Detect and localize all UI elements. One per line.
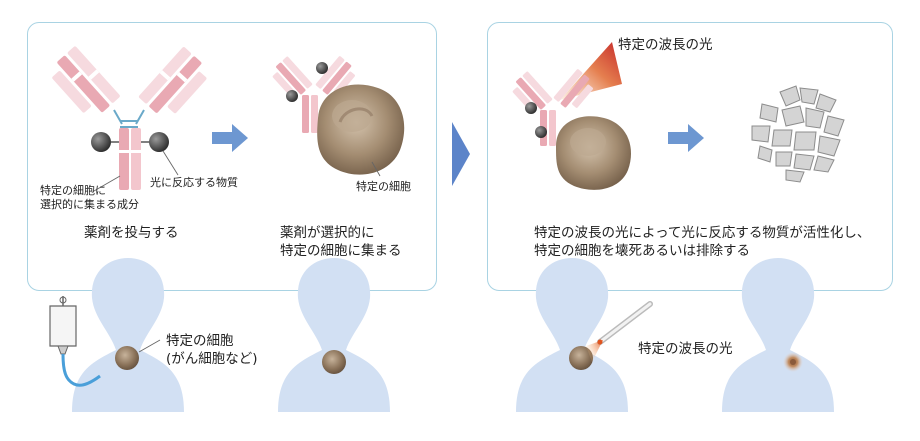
arrow-step2 <box>668 124 704 152</box>
person-figure-3 <box>516 258 653 412</box>
panel-light-activation <box>487 22 893 291</box>
caption-activation: 特定の波長の光によって光に反応する物質が活性化し、 特定の細胞を壊死あるいは排除… <box>534 225 871 259</box>
person-figure-4 <box>722 258 834 412</box>
label-target-cell: 特定の細胞 <box>356 180 411 193</box>
target-cell-left <box>317 84 405 177</box>
tumor-figure-1 <box>115 346 139 370</box>
bottom-light-label: 特定の波長の光 <box>638 341 733 357</box>
caption-step1: 薬剤を投与する <box>84 225 179 241</box>
tumor-figure-2 <box>322 350 346 374</box>
person-figure-1 <box>72 258 184 412</box>
antibody-right-illustration <box>512 69 593 146</box>
light-reactive-substance-left <box>91 132 111 152</box>
target-cell-right <box>556 116 631 190</box>
tumor-figure-3 <box>569 346 593 370</box>
arrow-step1 <box>212 124 248 152</box>
light-reactive-substance-right <box>149 132 169 152</box>
iv-drip-icon <box>49 296 101 387</box>
caption-step2: 薬剤が選択的に 特定の細胞に集まる <box>280 225 402 259</box>
destroyed-cell <box>751 85 845 183</box>
arrow-between-panels <box>452 122 470 186</box>
bottom-cell-label: 特定の細胞 (がん細胞など) <box>166 333 258 367</box>
light-label: 特定の波長の光 <box>618 37 713 53</box>
label-light-reactive: 光に反応する物質 <box>150 176 238 189</box>
antibody-large-illustration <box>52 46 207 192</box>
person-figure-2 <box>278 258 390 412</box>
label-selective-part: 特定の細胞に 選択的に集まる成分 <box>40 184 139 211</box>
